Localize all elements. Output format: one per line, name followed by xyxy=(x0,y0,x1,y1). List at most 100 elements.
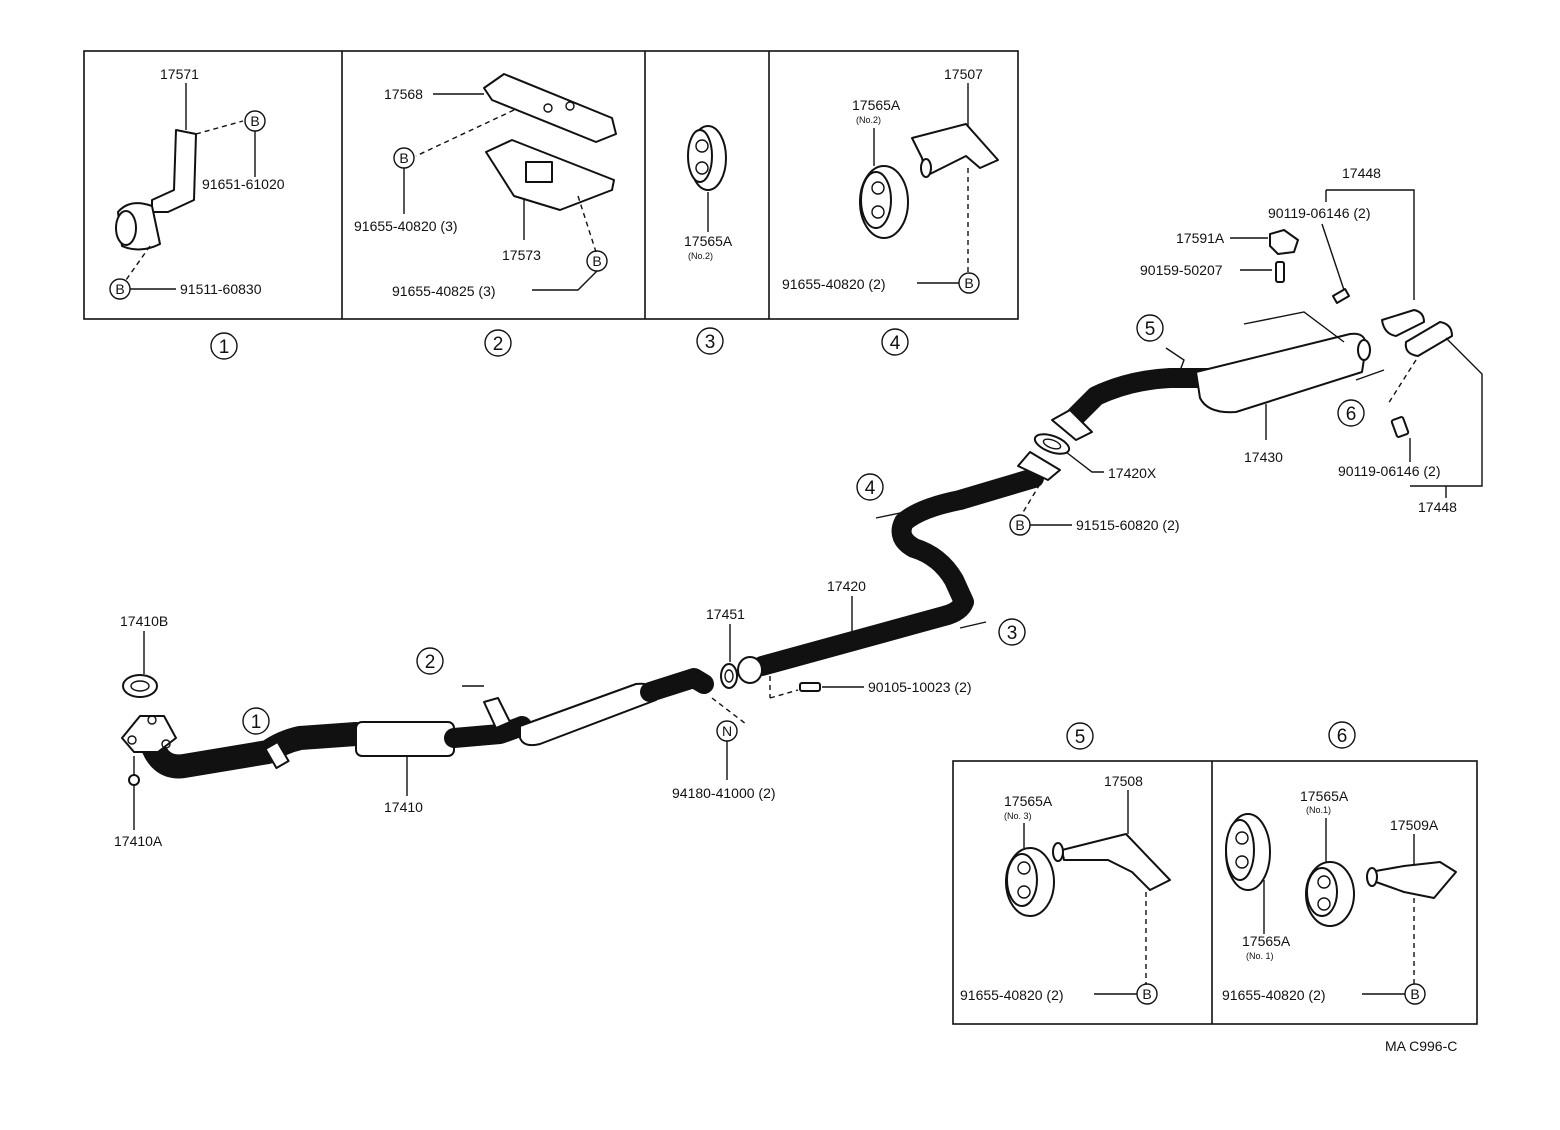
svg-text:5: 5 xyxy=(1075,727,1086,748)
bracket-17508-label: 17508 xyxy=(1104,773,1143,789)
view-5-icon xyxy=(1066,722,1094,750)
bracket-17509a-label: 17509A xyxy=(1390,817,1439,833)
center-pipe-17420-label: 17420 xyxy=(827,578,866,594)
hanger-17565a-no1-a-label: 17565A xyxy=(1242,933,1291,949)
bracket-17507-label: 17507 xyxy=(944,66,983,82)
view-1-icon xyxy=(210,332,238,360)
bracket-17509a xyxy=(1369,861,1457,899)
hanger-17565a-no1-b-label: 17565A xyxy=(1300,788,1349,804)
svg-text:5: 5 xyxy=(1145,319,1156,340)
svg-text:2: 2 xyxy=(493,334,504,355)
bracket-17568 xyxy=(483,73,617,143)
view-3-ref-icon xyxy=(998,618,1026,646)
screw-90119-06146-bottom-label: 90119-06146 (2) xyxy=(1338,463,1440,479)
svg-text:B: B xyxy=(1410,986,1419,1002)
bolt-91511-60830-label: 91511-60830 xyxy=(180,281,262,297)
center-pipe-section: 17420 90105-10023 (2) 3 4 B 91515-60820 … xyxy=(737,451,1180,699)
view-3-icon xyxy=(696,327,724,355)
tail-tip-17448-bottom-label: 17448 xyxy=(1418,499,1457,515)
view-4-icon xyxy=(881,328,909,356)
svg-text:6: 6 xyxy=(1337,726,1348,747)
svg-text:(No.1): (No.1) xyxy=(1306,805,1331,815)
front-section: 17410B 17410A 1 17410 xyxy=(114,613,532,849)
tail-tip-a xyxy=(1381,309,1425,337)
svg-text:(No.2): (No.2) xyxy=(688,251,713,261)
svg-text:1: 1 xyxy=(251,712,262,733)
screw-top xyxy=(1331,288,1351,304)
view-4-ref-icon xyxy=(856,473,884,501)
bolt-90159-50207 xyxy=(1275,261,1285,283)
screw-90119-06146-top-label: 90119-06146 (2) xyxy=(1268,205,1370,221)
svg-text:B: B xyxy=(115,281,124,297)
svg-text:B: B xyxy=(250,113,259,129)
svg-text:(No.2): (No.2) xyxy=(856,115,881,125)
tail-muffler-17430 xyxy=(1195,332,1367,414)
inset-4: 17565A (No.2) 17507 B 91655-40820 (2) xyxy=(782,66,999,294)
view-5-ref-icon xyxy=(1136,314,1164,342)
tail-tip-b xyxy=(1404,321,1453,357)
cushion-17591a xyxy=(1269,229,1299,255)
bracket-17568-label: 17568 xyxy=(384,86,423,102)
nut-17410a-label: 17410A xyxy=(114,833,163,849)
bolt-91515-60820-label: 91515-60820 (2) xyxy=(1076,517,1180,533)
bottom-inset-panel: 5 6 xyxy=(952,721,1478,1025)
bolt-91655-40820-2-b-label: 91655-40820 (2) xyxy=(1222,987,1326,1003)
nut-94180-41000-label: 94180-41000 (2) xyxy=(672,785,776,801)
svg-text:4: 4 xyxy=(890,333,901,354)
tail-tip-section: 17448 90119-06146 (2) 17591A 90159-50207… xyxy=(1140,165,1483,515)
hanger-17565a-no3-label: 17565A xyxy=(1004,793,1053,809)
svg-text:B: B xyxy=(1142,986,1151,1002)
view-2-ref-icon xyxy=(416,647,444,675)
svg-text:3: 3 xyxy=(705,332,716,353)
hanger-17565a-label: 17565A xyxy=(684,233,733,249)
svg-text:(No. 1): (No. 1) xyxy=(1246,951,1274,961)
svg-text:B: B xyxy=(1015,517,1024,533)
hanger-bracket xyxy=(483,697,511,729)
inset-5: 17565A (No. 3) 17508 B 91655-40820 (2) xyxy=(960,773,1171,1005)
nut-17410a xyxy=(128,774,140,786)
view-numbers-top: 1 2 3 4 xyxy=(210,327,909,360)
bracket-17571 xyxy=(151,129,197,213)
svg-text:N: N xyxy=(722,723,732,739)
gasket-17420x-label: 17420X xyxy=(1108,465,1157,481)
svg-text:3: 3 xyxy=(1007,623,1018,644)
bracket-17573-label: 17573 xyxy=(502,247,541,263)
inset-3: 17565A (No.2) xyxy=(684,125,733,261)
svg-text:B: B xyxy=(592,253,601,269)
gasket-17410b xyxy=(122,674,158,698)
bolt-91655-40820-3-label: 91655-40820 (3) xyxy=(354,218,458,234)
view-2-icon xyxy=(484,329,512,357)
hanger-17565a-no2-label: 17565A xyxy=(852,97,901,113)
bolt-90105-10023-label: 90105-10023 (2) xyxy=(868,679,972,695)
gasket-17451 xyxy=(720,663,738,689)
bolt-91655-40825-3-label: 91655-40825 (3) xyxy=(392,283,496,299)
main-muffler xyxy=(519,682,657,747)
inset-1: 17571 B 91651-61020 B 91511-60830 xyxy=(109,66,285,300)
view-6-icon xyxy=(1328,721,1356,749)
bolt-91651-61020-label: 91651-61020 xyxy=(202,176,285,192)
screw-bottom xyxy=(1390,416,1410,438)
center-pipe-rear-flange xyxy=(1017,451,1061,481)
svg-text:4: 4 xyxy=(865,478,876,499)
figure-id: MA C996-C xyxy=(1385,1038,1457,1054)
tail-pipe-flange xyxy=(1051,409,1093,441)
mount-end xyxy=(115,210,137,246)
svg-text:B: B xyxy=(964,275,973,291)
bolt-90105-10023 xyxy=(799,682,821,692)
front-pipe-resonator xyxy=(355,721,455,757)
inset-6: 17565A (No. 1) 17565A (No.1) 17509A B 91… xyxy=(1222,788,1457,1005)
inset-2: 17568 B 91655-40820 (3) 17573 B 91655-40… xyxy=(354,73,617,299)
svg-text:1: 1 xyxy=(219,337,230,358)
bracket-17508 xyxy=(1061,833,1171,891)
svg-text:B: B xyxy=(399,150,408,166)
svg-text:(No. 3): (No. 3) xyxy=(1004,811,1032,821)
bracket-17571-label: 17571 xyxy=(160,66,199,82)
bolt-91655-40820-2-label: 91655-40820 (2) xyxy=(960,987,1064,1003)
tail-pipe-section: 17420X 17430 5 6 xyxy=(1033,311,1385,481)
svg-text:2: 2 xyxy=(425,652,436,673)
bolt-90159-50207-label: 90159-50207 xyxy=(1140,262,1223,278)
intermediate-section: 2 17451 N 94180-41000 (2) xyxy=(416,606,776,801)
cushion-17591a-label: 17591A xyxy=(1176,230,1225,246)
bolt-91655-40820-2-label: 91655-40820 (2) xyxy=(782,276,886,292)
